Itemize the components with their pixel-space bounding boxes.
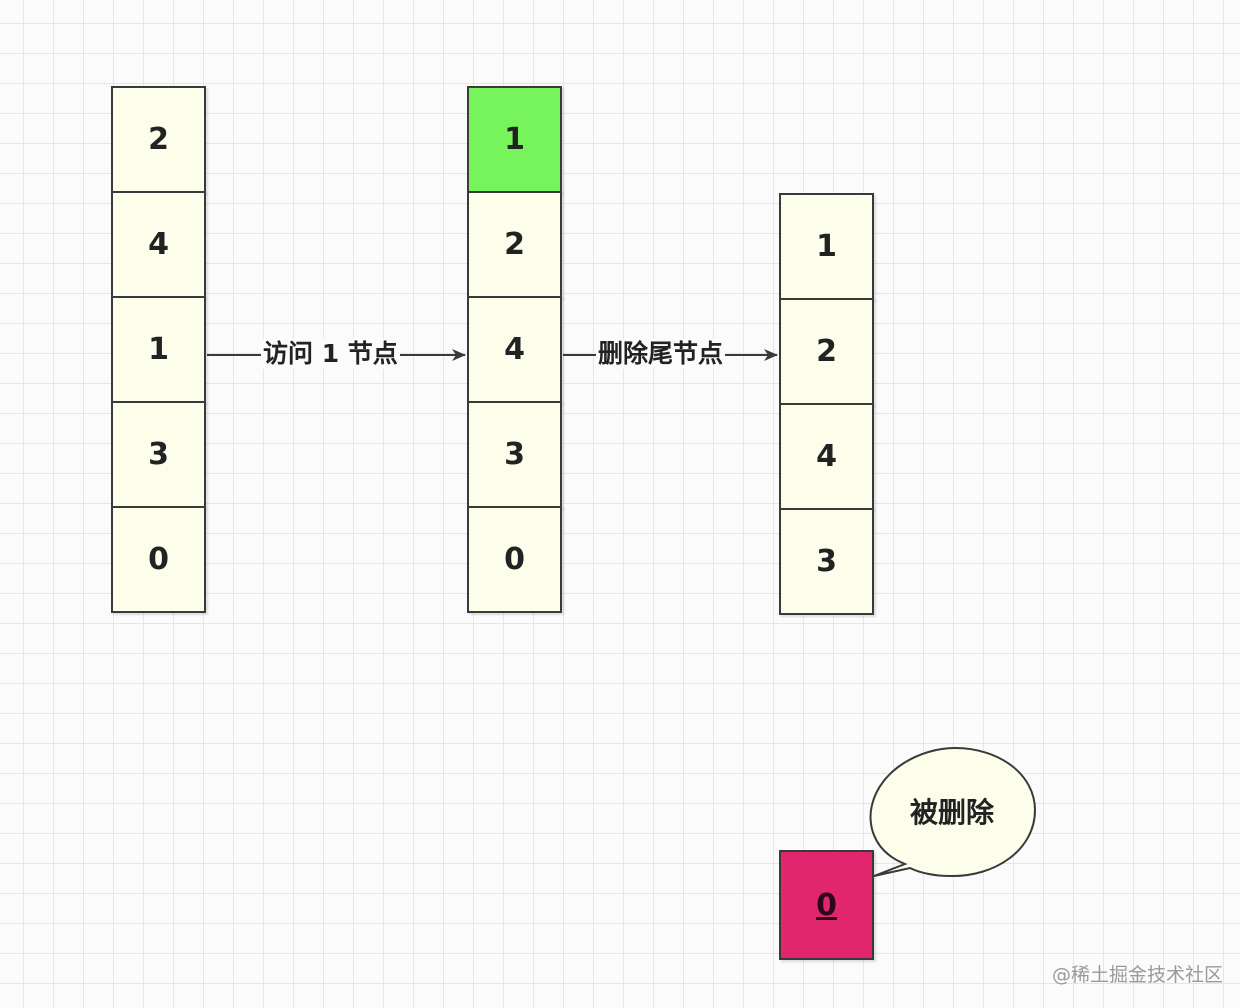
stack-node: 1 (779, 193, 874, 300)
stack-node: 3 (467, 401, 562, 508)
stack-node: 2 (467, 191, 562, 298)
deleted-node: 0 (779, 850, 874, 960)
stack-node: 4 (779, 403, 874, 510)
stack-node: 2 (779, 298, 874, 405)
accessed-node: 1 (467, 86, 562, 193)
access-arrow-label: 访问 1 节点 (261, 339, 400, 369)
stack-node: 3 (779, 508, 874, 615)
delete-arrow-label: 删除尾节点 (596, 339, 726, 369)
stack-node: 1 (111, 296, 206, 403)
speech-bubble (869, 746, 1037, 878)
stack-node: 2 (111, 86, 206, 193)
stack-node: 0 (467, 506, 562, 613)
stack-node: 4 (467, 296, 562, 403)
deleted-callout-text: 被删除 (909, 796, 994, 829)
watermark: @稀土掘金技术社区 (1052, 964, 1224, 986)
stack-node: 4 (111, 191, 206, 298)
stack-node: 0 (111, 506, 206, 613)
stack-node: 3 (111, 401, 206, 508)
